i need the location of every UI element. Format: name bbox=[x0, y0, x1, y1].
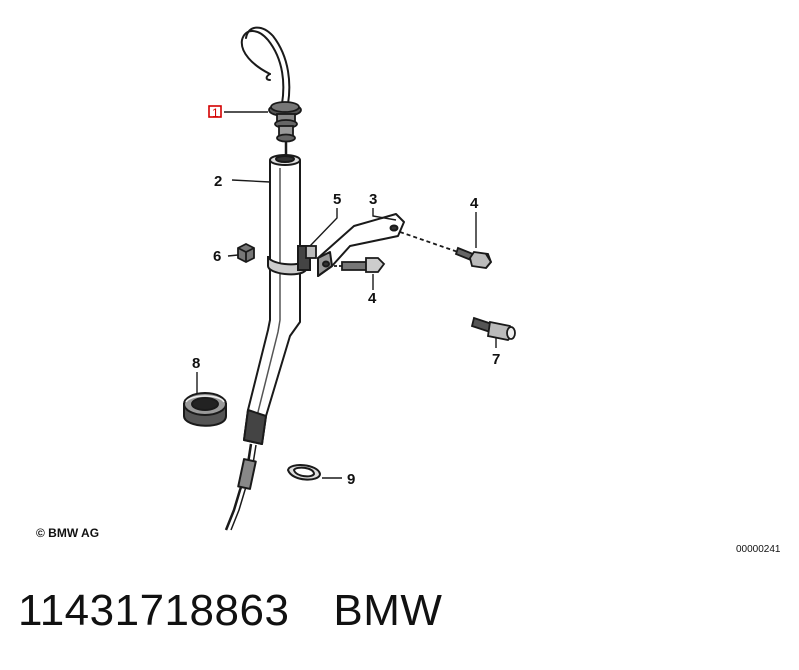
callout-8: 8 bbox=[192, 355, 200, 372]
document-id: 00000241 bbox=[736, 544, 781, 555]
callout-3: 3 bbox=[369, 191, 377, 208]
callout-5: 5 bbox=[333, 191, 341, 208]
hex-nut bbox=[237, 242, 255, 264]
clip-nut bbox=[305, 245, 317, 259]
copyright-label: © BMW AG bbox=[36, 526, 99, 540]
callout-1: 1 bbox=[212, 106, 219, 120]
parts-diagram: 1 2 3 4 4 5 6 7 8 9 © BMW AG 00000241 bbox=[36, 26, 781, 555]
guide-tube bbox=[224, 154, 301, 531]
bolt-upper bbox=[399, 231, 493, 269]
bolt-lower bbox=[334, 257, 386, 273]
stud-bolt bbox=[470, 316, 516, 341]
callout-7: 7 bbox=[492, 351, 500, 368]
callout-9: 9 bbox=[347, 471, 355, 488]
bracket bbox=[317, 213, 405, 277]
leader-lines bbox=[196, 111, 497, 479]
part-caption: 11431718863 BMW bbox=[18, 586, 442, 636]
grommet bbox=[183, 392, 227, 427]
seal-ring bbox=[286, 464, 322, 481]
callout-4-lower: 4 bbox=[368, 290, 377, 307]
highlight-box bbox=[208, 105, 222, 118]
callout-6: 6 bbox=[213, 248, 221, 265]
part-number: 11431718863 bbox=[18, 586, 290, 635]
callout-4-upper: 4 bbox=[470, 195, 479, 212]
dipstick-cap bbox=[268, 101, 302, 158]
callout-2: 2 bbox=[214, 173, 222, 190]
brand-name: BMW bbox=[333, 586, 443, 635]
dipstick-handle bbox=[240, 26, 291, 105]
